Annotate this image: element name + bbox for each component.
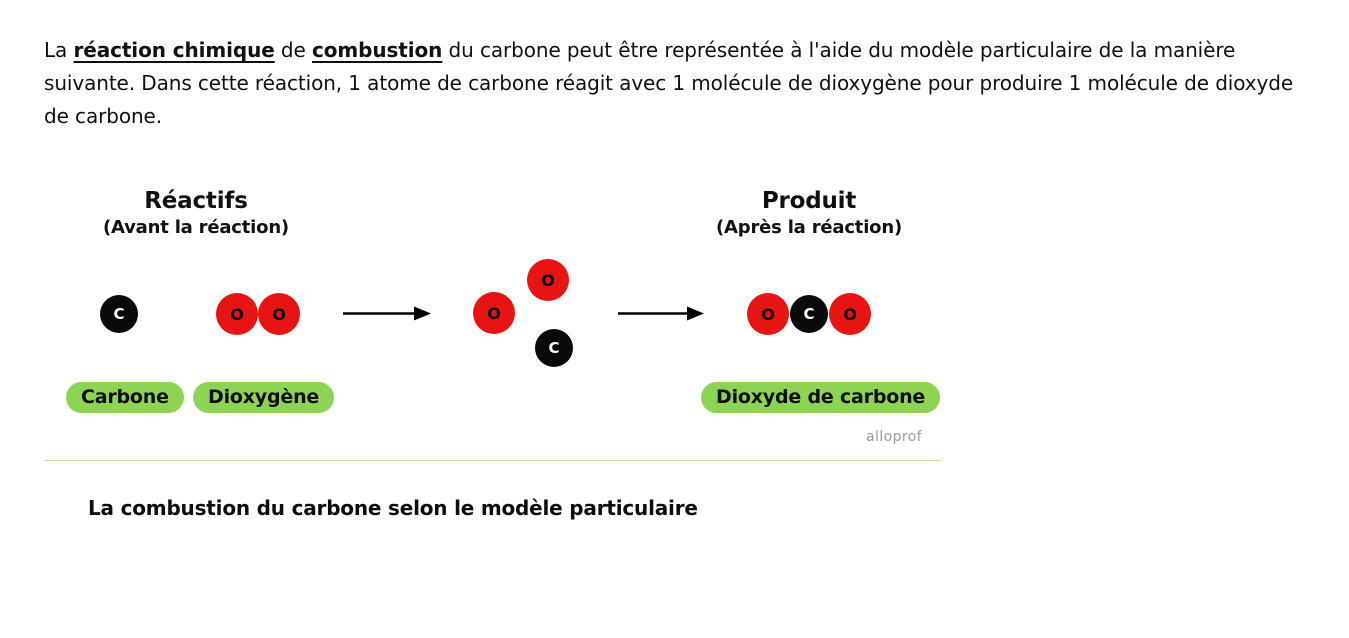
atom-symbol: C bbox=[548, 339, 560, 357]
intro-text: de bbox=[274, 38, 312, 62]
intro-text: La bbox=[44, 38, 74, 62]
label-carbone: Carbone bbox=[66, 382, 184, 413]
oxygen-atom: O bbox=[527, 259, 569, 301]
atom-symbol: O bbox=[541, 270, 555, 290]
oxygen-atom: O bbox=[473, 292, 515, 334]
reactants-subtitle: (Avant la réaction) bbox=[103, 217, 289, 238]
atom-symbol: O bbox=[761, 304, 775, 324]
label-dioxyde-de-carbone: Dioxyde de carbone bbox=[701, 382, 941, 413]
product-title: Produit bbox=[761, 188, 857, 214]
product-subtitle: (Après la réaction) bbox=[716, 217, 902, 238]
atom-symbol: O bbox=[230, 304, 244, 324]
oxygen-atom: O bbox=[829, 293, 871, 335]
reaction-arrow-icon bbox=[343, 306, 431, 321]
oxygen-atom: O bbox=[216, 293, 258, 335]
link-reaction-chimique[interactable]: réaction chimique bbox=[73, 38, 275, 62]
atom-symbol: C bbox=[803, 305, 815, 323]
section-divider bbox=[44, 460, 941, 461]
label-dioxygene: Dioxygène bbox=[193, 382, 335, 413]
reactants-title: Réactifs bbox=[144, 188, 248, 214]
carbon-atom: C bbox=[535, 329, 573, 367]
alloprof-watermark: alloprof bbox=[866, 429, 922, 445]
figure-caption: La combustion du carbone selon le modèle… bbox=[88, 496, 698, 520]
oxygen-atom: O bbox=[747, 293, 789, 335]
atom-symbol: O bbox=[487, 303, 501, 323]
link-combustion[interactable]: combustion bbox=[312, 38, 443, 62]
product-header: Produit (Après la réaction) bbox=[689, 188, 929, 238]
oxygen-atom: O bbox=[258, 293, 300, 335]
atom-symbol: O bbox=[272, 304, 286, 324]
atom-symbol: O bbox=[843, 304, 857, 324]
reaction-arrow-icon bbox=[618, 306, 704, 321]
intro-paragraph: La réaction chimique de combustion du ca… bbox=[44, 34, 1296, 133]
intro-text: du carbone peut être représentée à l'aid… bbox=[44, 38, 1294, 128]
reactants-header: Réactifs (Avant la réaction) bbox=[76, 188, 316, 238]
atom-symbol: C bbox=[113, 305, 125, 323]
carbon-atom: C bbox=[790, 295, 828, 333]
carbon-atom: C bbox=[100, 295, 138, 333]
